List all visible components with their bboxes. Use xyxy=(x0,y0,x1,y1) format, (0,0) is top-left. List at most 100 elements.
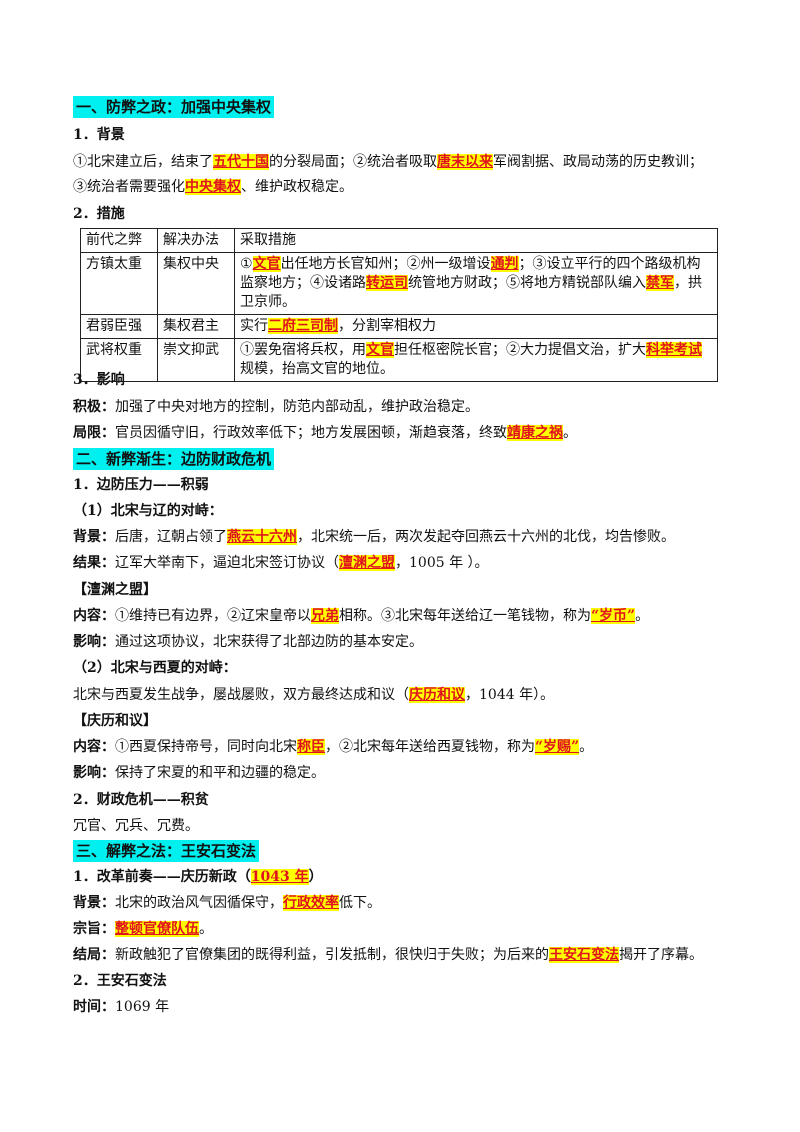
table-cell: 集权君主 xyxy=(157,314,235,339)
table-header-cell: 解决办法 xyxy=(157,228,235,253)
label: 影响： xyxy=(73,634,115,650)
text: ；③设立平行的四个路级机构监察地方；④设诸路 xyxy=(240,256,701,291)
qingli-content: 内容：①西夏保持帝号，同时向北宋称臣，②北宋每年送给西夏钱物，称为“岁赐”。 xyxy=(73,737,593,757)
highlight: 澶渊之盟 xyxy=(339,555,395,571)
highlight: 称臣 xyxy=(297,739,325,755)
highlight: 兄弟 xyxy=(311,608,339,624)
song-liao-result: 结果：辽军大举南下，逼迫北宋签订协议（澶渊之盟，1005 年 ）。 xyxy=(73,553,489,573)
highlight: 文官 xyxy=(366,342,394,358)
section-3-title: 三、解弊之法：王安石变法 xyxy=(73,840,260,862)
text: 。 xyxy=(579,739,594,755)
label: 内容： xyxy=(73,608,115,624)
highlight: 唐末以来 xyxy=(437,154,493,170)
text: 实行 xyxy=(240,318,268,334)
subheading-song-xixia: （2）北宋与西夏的对峙： xyxy=(73,660,237,676)
impact-positive: 积极：加强了中央对地方的控制，防范内部动乱，维护政治稳定。 xyxy=(73,397,479,417)
heading-background: 1．背景 xyxy=(73,127,125,143)
heading-border-pressure: 1．边防压力——积弱 xyxy=(73,477,209,493)
table-header-cell: 采取措施 xyxy=(234,228,718,253)
label: 影响： xyxy=(73,765,115,781)
highlight: 中央集权 xyxy=(185,179,241,195)
label: 背景： xyxy=(73,529,115,545)
text: 相称。③北宋每年送给辽一笔钱物，称为 xyxy=(339,608,591,624)
chanyuan-impact: 影响：通过这项协议，北宋获得了北部边防的基本安定。 xyxy=(73,632,423,652)
highlight: 二府三司制 xyxy=(268,318,338,334)
text: ，拱卫京师。 xyxy=(240,275,702,310)
text: ，分割宰相权力 xyxy=(338,318,436,334)
text: 新政触犯了官僚集团的既得利益，引发抵制，很快归于失败；为后来的 xyxy=(115,947,549,963)
highlight: 科举考试 xyxy=(646,342,702,358)
highlight: 五代十国 xyxy=(213,154,269,170)
table-row: 君弱臣强 集权君主 实行二府三司制，分割宰相权力 xyxy=(80,314,718,339)
reform-aim: 宗旨：整顿官僚队伍。 xyxy=(73,919,213,939)
text: 北宋的政治风气因循保守， xyxy=(115,895,283,911)
text: ③统治者需要强化 xyxy=(73,179,185,195)
label: 结果： xyxy=(73,555,115,571)
table-header-row: 前代之弊 解决办法 采取措施 xyxy=(80,228,718,253)
song-xixia-text: 北宋与西夏发生战争，屡战屡败，双方最终达成和议（庆历和议，1044 年）。 xyxy=(73,685,554,705)
text: 揭开了序幕。 xyxy=(619,947,703,963)
highlight: “岁赐” xyxy=(535,739,580,755)
highlight: “岁币” xyxy=(591,608,636,624)
text: ，②北宋每年送给西夏钱物，称为 xyxy=(325,739,535,755)
highlight: 文官 xyxy=(252,256,281,272)
text: 统管地方财政；⑤将地方精锐部队编入 xyxy=(408,275,646,291)
song-liao-background: 背景：后唐，辽朝占领了燕云十六州，北宋统一后，两次发起夺回燕云十六州的北伐，均告… xyxy=(73,527,675,547)
table-cell: 集权中央 xyxy=(157,252,235,315)
text: 后唐，辽朝占领了 xyxy=(115,529,227,545)
text: 保持了宋夏的和平和边疆的稳定。 xyxy=(115,765,325,781)
measures-table: 前代之弊 解决办法 采取措施 方镇太重 集权中央 ①文官出任地方长官知州；②州一… xyxy=(80,228,718,382)
section-2-title: 二、新弊渐生：边防财政危机 xyxy=(73,448,275,470)
reform-time: 时间：1069 年 xyxy=(73,997,169,1017)
table-cell: 实行二府三司制，分割宰相权力 xyxy=(234,314,718,339)
table-cell: 方镇太重 xyxy=(80,252,158,315)
label: 背景： xyxy=(73,895,115,911)
section-1-title: 一、防弊之政：加强中央集权 xyxy=(73,96,275,118)
table-cell: ①文官出任地方长官知州；②州一级增设通判；③设立平行的四个路级机构监察地方；④设… xyxy=(234,252,718,315)
text: 北宋与西夏发生战争，屡战屡败，双方最终达成和议（ xyxy=(73,687,409,703)
highlight: 行政效率 xyxy=(283,895,339,911)
text: 。 xyxy=(563,425,577,441)
table-cell: ①罢免宿将兵权，用文官担任枢密院长官；②大力提倡文治，扩大科举考试规模，抬高文官… xyxy=(234,338,718,382)
label: 结局： xyxy=(73,947,115,963)
text: 低下。 xyxy=(339,895,381,911)
text: 出任地方长官知州；②州一级增设 xyxy=(280,256,491,272)
table-header-cell: 前代之弊 xyxy=(80,228,158,253)
text: 的分裂局面；②统治者吸取 xyxy=(269,154,437,170)
label: 积极： xyxy=(73,399,115,415)
heading-wang-anshi-reform: 2．王安石变法 xyxy=(73,973,167,989)
heading-impact: 3．影响 xyxy=(73,372,125,388)
reform-background: 背景：北宋的政治风气因循保守，行政效率低下。 xyxy=(73,893,381,913)
text: 规模，抬高文官的地位。 xyxy=(240,361,394,377)
table-row: 方镇太重 集权中央 ①文官出任地方长官知州；②州一级增设通判；③设立平行的四个路… xyxy=(80,252,718,315)
table-row: 武将权重 崇文抑武 ①罢免宿将兵权，用文官担任枢密院长官；②大力提倡文治，扩大科… xyxy=(80,338,718,382)
label: 内容： xyxy=(73,739,115,755)
text: 1．改革前奏——庆历新政（ xyxy=(73,869,251,885)
table-cell: 崇文抑武 xyxy=(157,338,235,382)
text: ①维持已有边界，②辽宋皇帝以 xyxy=(115,608,311,624)
text: 军阀割据、政局动荡的历史教训； xyxy=(493,154,703,170)
heading-qingli-reform: 1．改革前奏——庆历新政（1043 年） xyxy=(73,867,323,887)
impact-limitation: 局限：官员因循守旧，行政效率低下；地方发展困顿，渐趋衰落，终致靖康之祸。 xyxy=(73,423,577,443)
text: ①罢免宿将兵权，用 xyxy=(240,342,366,358)
chanyuan-content: 内容：①维持已有边界，②辽宋皇帝以兄弟相称。③北宋每年送给辽一笔钱物，称为“岁币… xyxy=(73,606,649,626)
text: ，1005 年 ）。 xyxy=(395,555,489,571)
highlight: 庆历和议 xyxy=(409,687,465,703)
background-line-2: ③统治者需要强化中央集权、维护政权稳定。 xyxy=(73,177,353,197)
text: ① xyxy=(240,256,253,272)
chanyuan-heading: 【澶渊之盟】 xyxy=(73,582,157,598)
text: 官员因循守旧，行政效率低下；地方发展困顿，渐趋衰落，终致 xyxy=(115,425,507,441)
label: 局限： xyxy=(73,425,115,441)
highlight: 禁军 xyxy=(646,275,674,291)
text: 1069 年 xyxy=(115,999,170,1015)
highlight: 通判 xyxy=(490,256,519,272)
text: 。 xyxy=(635,608,650,624)
text: ①北宋建立后，结束了 xyxy=(73,154,213,170)
qingli-impact: 影响：保持了宋夏的和平和边疆的稳定。 xyxy=(73,763,325,783)
table-cell: 武将权重 xyxy=(80,338,158,382)
text: 担任枢密院长官；②大力提倡文治，扩大 xyxy=(394,342,646,358)
qingli-heading: 【庆历和议】 xyxy=(73,713,157,729)
text: 通过这项协议，北宋获得了北部边防的基本安定。 xyxy=(115,634,423,650)
highlight: 靖康之祸 xyxy=(507,425,563,441)
